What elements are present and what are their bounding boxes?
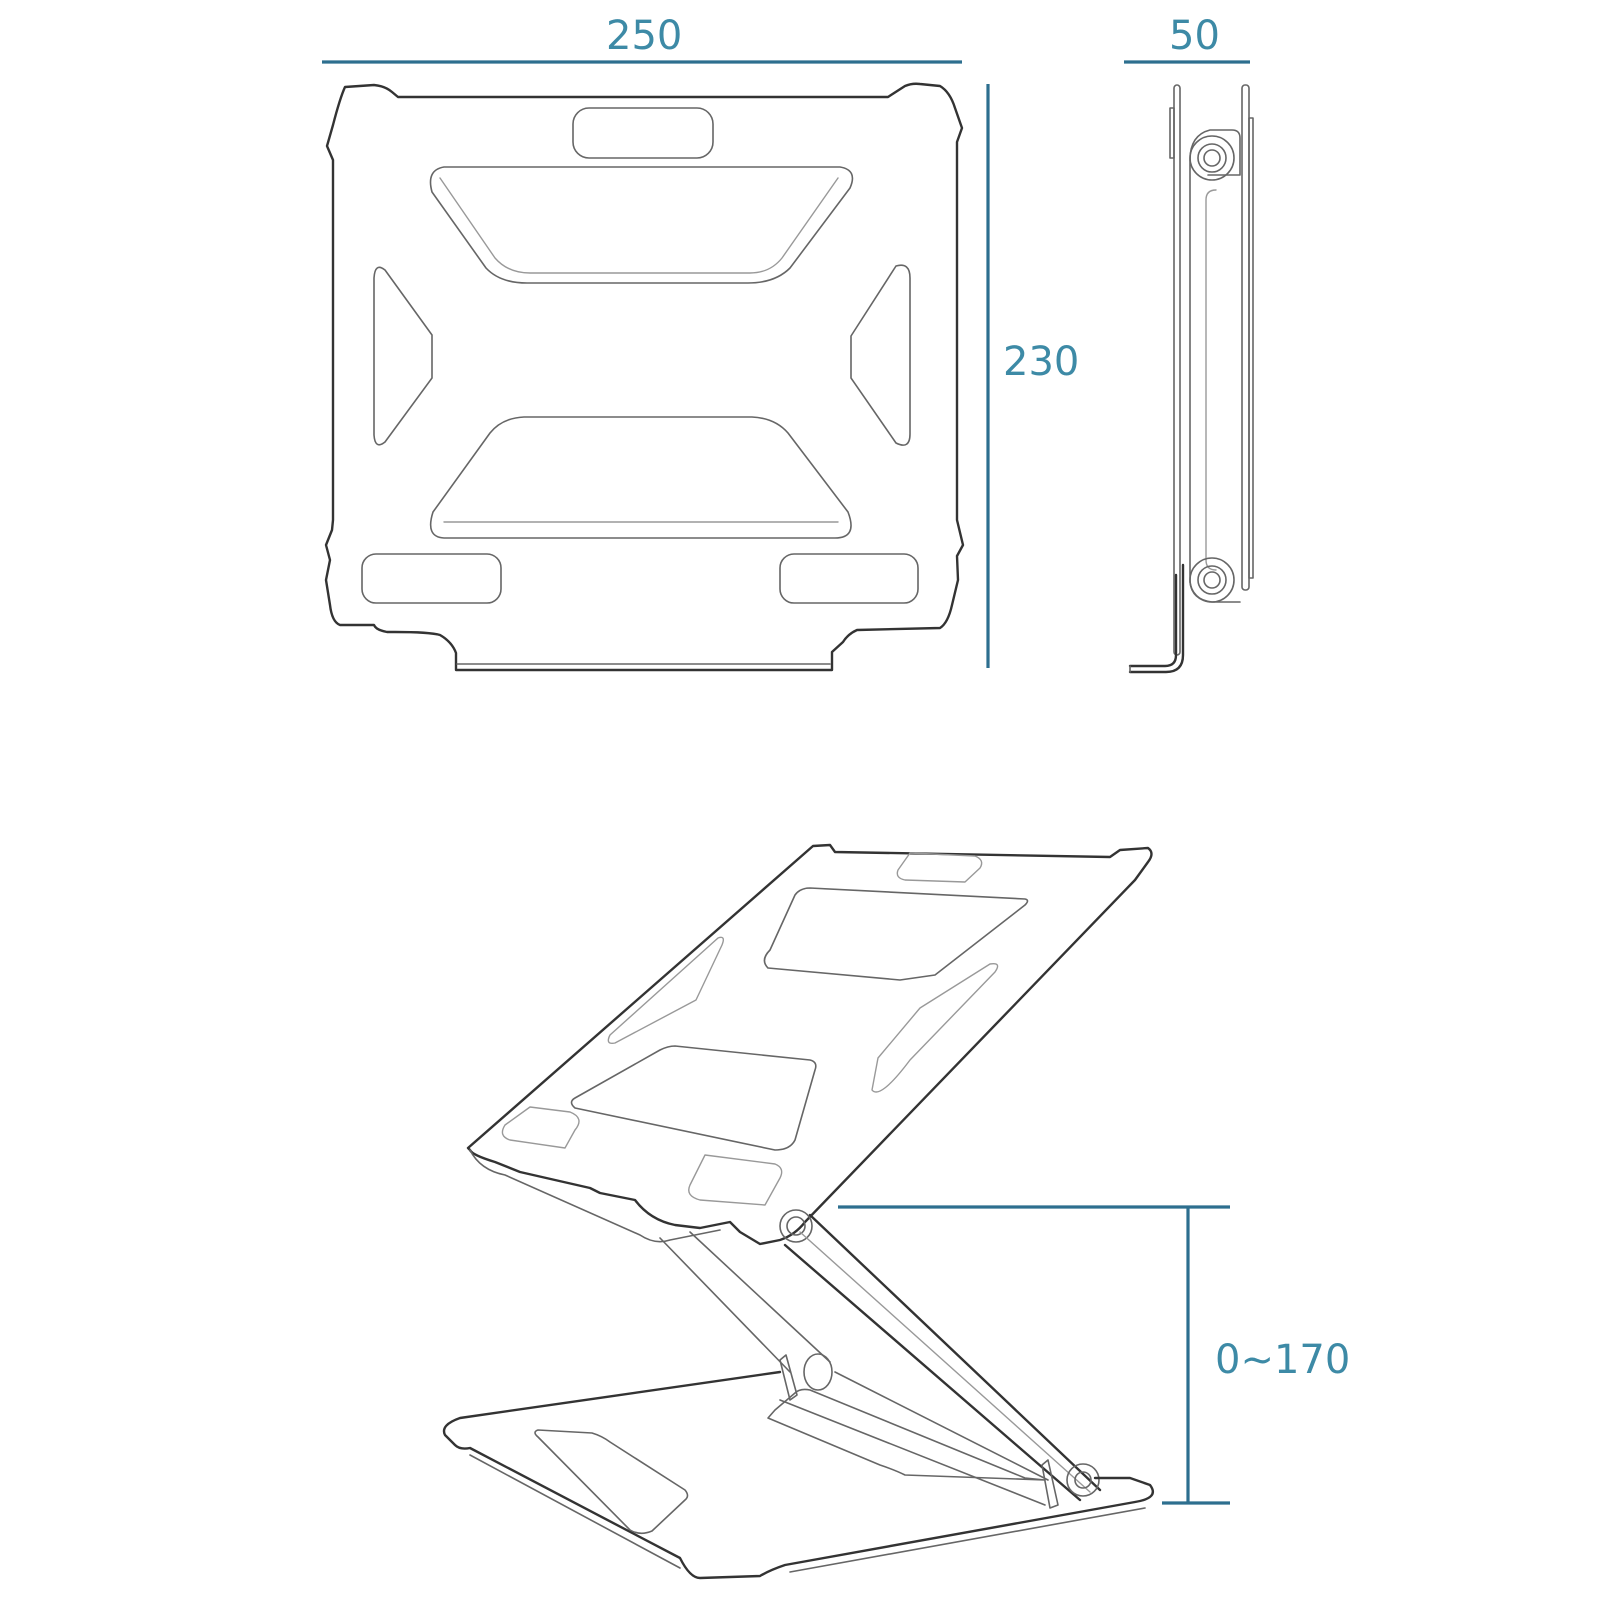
iso-lower-cutout [570,1045,817,1151]
upper-cutout-bevel [439,177,839,274]
upper-trapezoid-cutout [429,166,854,284]
iso-left-triangle [607,936,725,1045]
right-triangle-cutout [850,264,911,446]
iso-front-arm [659,1231,831,1373]
iso-bottom-left-slot [501,1106,580,1149]
iso-base-left-cutout [534,1429,689,1535]
iso-base-plate [442,1370,1155,1580]
side-left-plate-shade [1169,107,1175,159]
iso-top-plate-front-edge [469,1149,721,1243]
top-slot [572,107,714,159]
depth-dimension-label: 50 [1169,13,1220,59]
isometric-view [442,843,1230,1580]
lift-range-dimension-label: 0~170 [1215,1337,1351,1383]
iso-lower-arm [779,1371,1049,1506]
iso-upper-hinge-icon [779,1209,813,1243]
front-view [322,60,990,672]
lower-trapezoid-cutout [429,416,852,539]
bottom-left-slot [361,553,502,604]
side-left-plate [1173,84,1181,656]
height-dimension-label: 230 [1003,339,1080,385]
iso-middle-hinge-icon [779,1353,833,1401]
bottom-right-slot [779,553,919,604]
width-dimension-label: 250 [606,13,683,59]
left-triangle-cutout [373,266,433,446]
side-view [1124,60,1254,674]
iso-right-triangle [871,962,999,1093]
iso-base-plate-edge [469,1454,1146,1573]
iso-bottom-right-slot [688,1154,783,1206]
iso-base-right-cutout [767,1388,1046,1481]
iso-upper-cutout [763,887,1029,981]
iso-top-slot [896,852,983,883]
iso-lower-hinge-icon [1041,1459,1100,1509]
iso-rear-arm [783,1213,1102,1502]
top-hinge-icon [1189,135,1235,181]
iso-top-plate [466,843,1153,1246]
side-base-foot [1128,563,1185,674]
side-folded-arm [1189,129,1241,603]
iso-rear-arm-inner [799,1231,1091,1493]
side-right-plate-shade [1248,117,1254,579]
plate-outline [324,82,965,672]
side-arm-inner [1205,189,1217,571]
side-right-plate [1241,84,1250,591]
bottom-hinge-icon [1189,557,1235,603]
